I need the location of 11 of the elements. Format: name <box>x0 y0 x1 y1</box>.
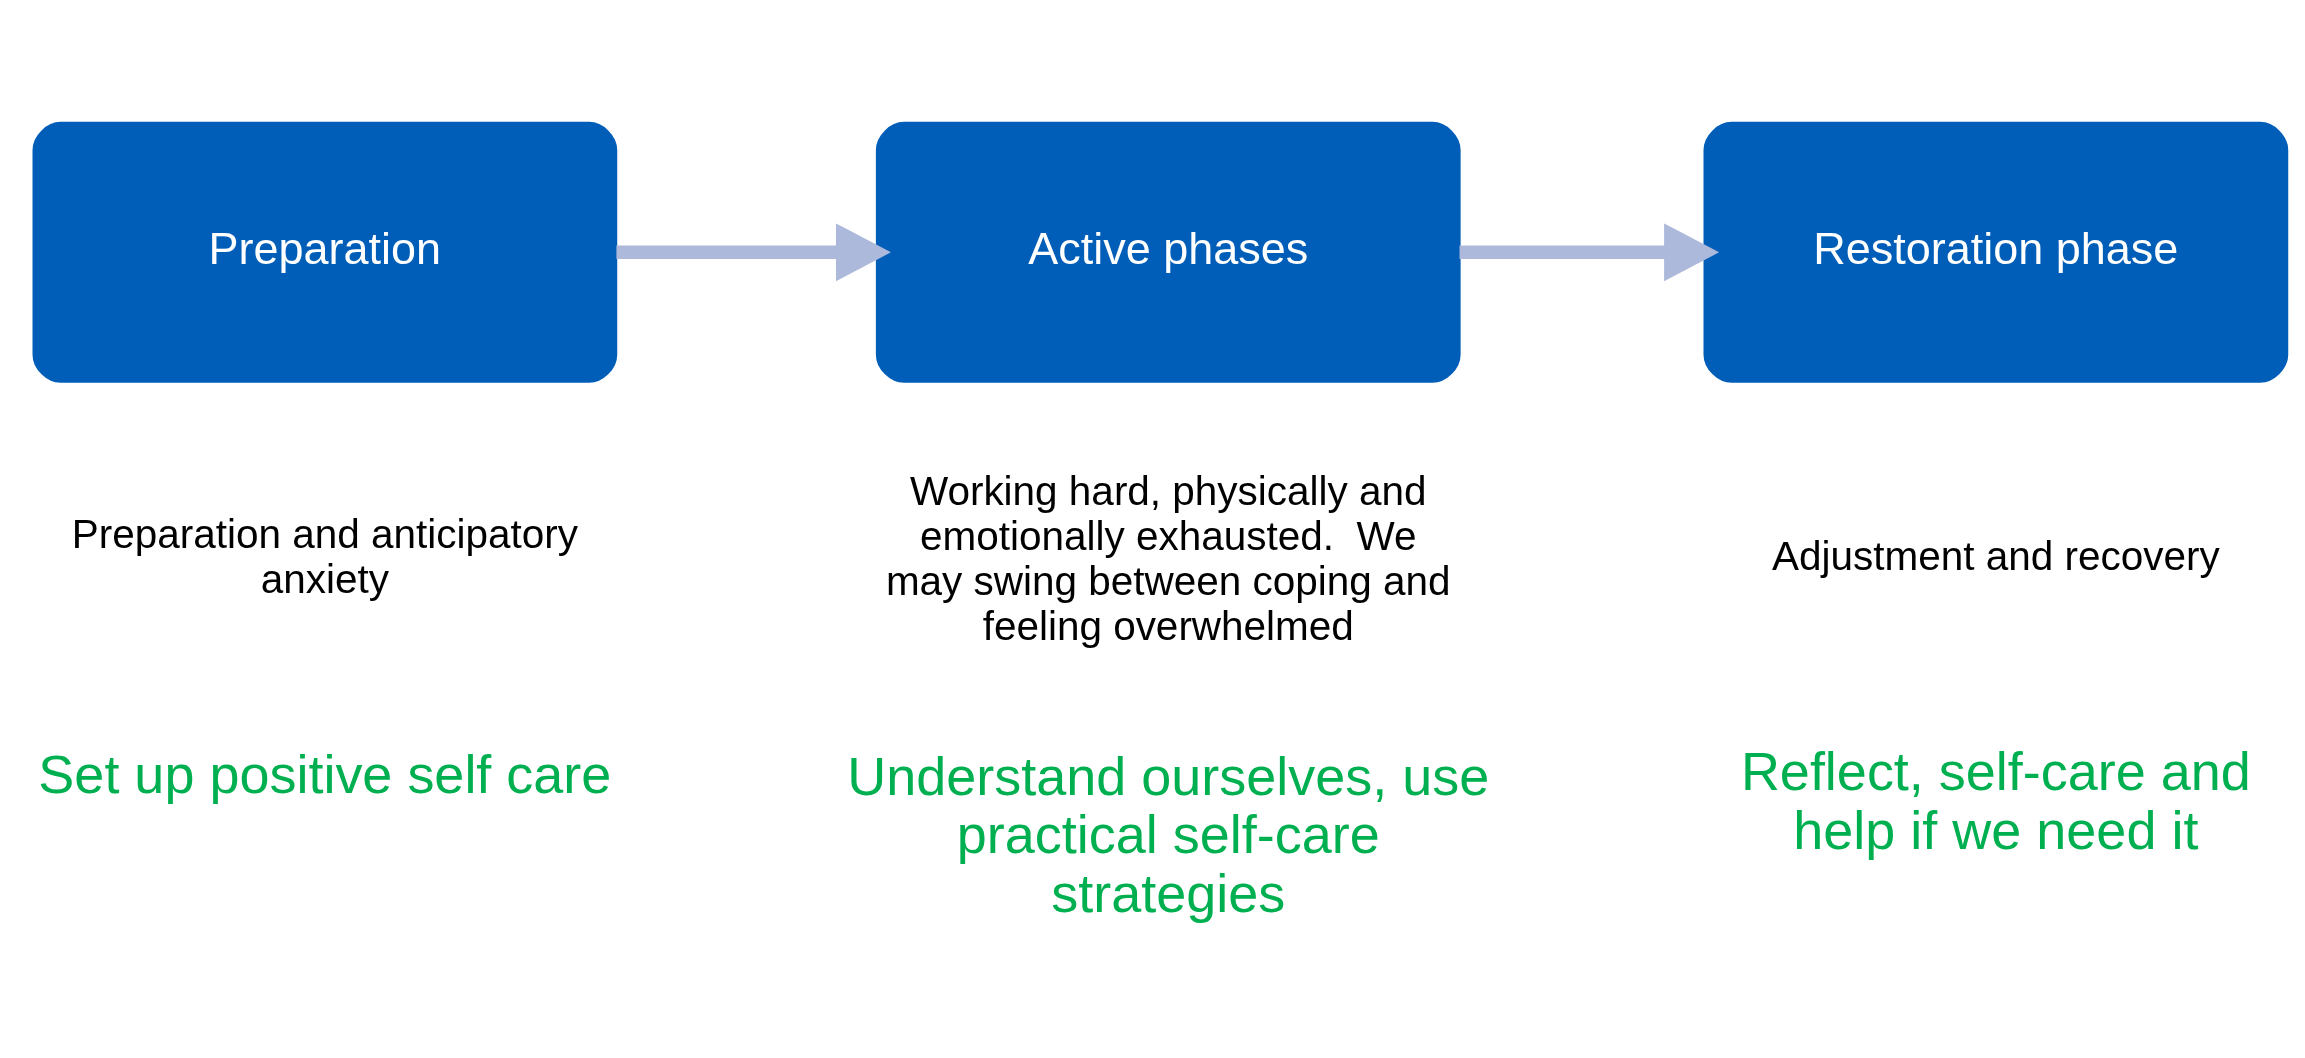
label: Preparation and anticipatory anxiety <box>71 510 578 602</box>
arrow <box>616 222 891 281</box>
label: Understand ourselves, use practical self-care strategies <box>847 745 1490 923</box>
label: Reflect, self-care and help if we need it <box>1740 740 2251 860</box>
label: Set up positive self care <box>38 743 612 804</box>
node-box: Active phases <box>875 121 1461 383</box>
arrow <box>1459 222 1720 281</box>
label: Working hard, physically and emotionally exhausted. We may swing between coping and feeling overwhelmed <box>885 467 1451 649</box>
label: Adjustment and recovery <box>1772 532 2220 579</box>
node-box: Restoration phase <box>1703 121 2289 383</box>
node-box: Preparation <box>32 121 618 383</box>
